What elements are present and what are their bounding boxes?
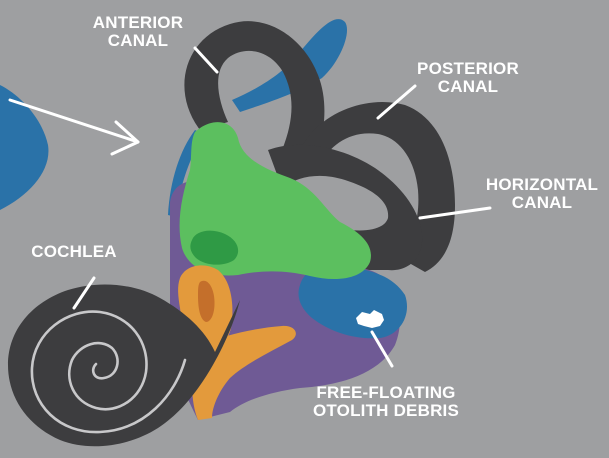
cochlea-label-line1: COCHLEA: [18, 243, 130, 261]
posterior-canal-label-line2: CANAL: [404, 78, 532, 96]
otolith-debris-label-line1: FREE-FLOATING: [296, 384, 476, 402]
anterior-canal-label-line2: CANAL: [74, 32, 202, 50]
otolith-debris-label: FREE-FLOATING OTOLITH DEBRIS: [296, 384, 476, 420]
horizontal-canal-label: HORIZONTAL CANAL: [476, 176, 608, 212]
cochlea-label: COCHLEA: [18, 243, 130, 261]
posterior-canal-label-line1: POSTERIOR: [404, 60, 532, 78]
horizontal-canal-label-line2: CANAL: [476, 194, 608, 212]
otolith-debris-label-line2: OTOLITH DEBRIS: [296, 402, 476, 420]
anterior-canal-label: ANTERIOR CANAL: [74, 14, 202, 50]
anterior-canal-label-line1: ANTERIOR: [74, 14, 202, 32]
posterior-canal-label: POSTERIOR CANAL: [404, 60, 532, 96]
horizontal-canal-label-line1: HORIZONTAL: [476, 176, 608, 194]
